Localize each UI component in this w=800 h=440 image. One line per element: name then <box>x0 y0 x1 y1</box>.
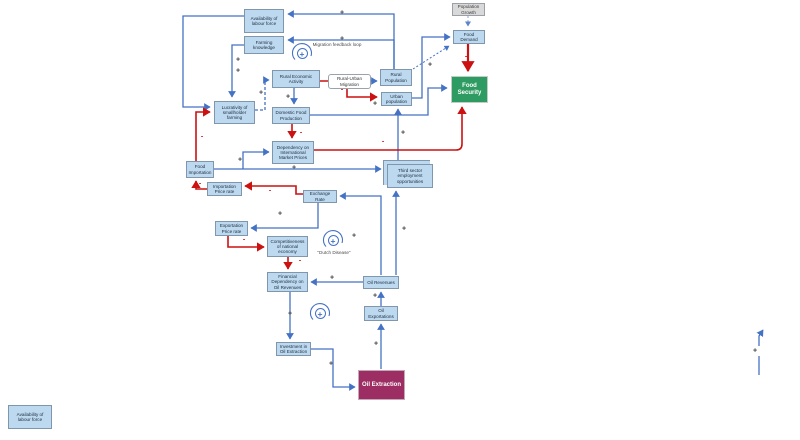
link-sign: + <box>329 274 335 282</box>
link-sign: - <box>464 53 468 61</box>
link-sign: + <box>235 67 241 75</box>
node-oil-exportations[interactable]: Oil Exportations <box>364 306 398 321</box>
node-rural-urban-migration[interactable]: Rural-Urban Migration <box>328 74 371 89</box>
link-sign: + <box>401 225 407 233</box>
link-sign: + <box>752 347 758 355</box>
link-sign: + <box>372 292 378 300</box>
loop-label-migration: Migration feedback loop <box>312 42 362 47</box>
link-sign: + <box>287 310 293 318</box>
link-sign: - <box>200 133 204 141</box>
link-sign: + <box>372 100 378 108</box>
link-sign: + <box>258 89 264 97</box>
node-food-security[interactable]: Food Security <box>451 76 488 103</box>
link-sign: + <box>285 93 291 101</box>
node-importation-price-rate[interactable]: Importation Price rate <box>207 182 242 196</box>
link-sign: - <box>381 138 385 146</box>
link-sign: + <box>351 232 357 240</box>
node-third-sector-employment[interactable]: Third sector employment opportunities <box>387 164 433 188</box>
link-sign: + <box>373 340 379 348</box>
link-sign: + <box>400 129 406 137</box>
link-sign: + <box>277 210 283 218</box>
node-food-demand[interactable]: Food Demand <box>453 30 485 44</box>
node-legend-availability-labour-force[interactable]: Availability of labour force <box>8 405 52 429</box>
link-sign: - <box>298 257 302 265</box>
node-oil-revenues[interactable]: Oil Revenues <box>363 276 399 289</box>
node-rural-economic-activity[interactable]: Rural Economic Activity <box>272 70 320 88</box>
link-sign: - <box>268 187 272 195</box>
link-sign: - <box>198 180 202 188</box>
node-exchange-rate[interactable]: Exchange Rate <box>303 190 337 203</box>
link-sign: + <box>339 35 345 43</box>
reinforcing-loop-icon: + <box>327 234 339 246</box>
link-sign: + <box>291 164 297 172</box>
node-population-growth[interactable]: Population Growth <box>452 3 485 16</box>
node-lucrativity-smallholder-farming[interactable]: Lucrativity of smallholder farming <box>214 101 255 124</box>
reinforcing-loop-icon: + <box>296 47 308 59</box>
node-investment-oil-extraction[interactable]: Investment in Oil Extraction <box>276 342 311 356</box>
loop-label-dutch-disease: "Dutch Disease" <box>317 250 351 255</box>
node-exportation-price-rate[interactable]: Exportation Price rate <box>215 221 248 236</box>
node-dependency-international-market-prices[interactable]: Dependency on International Market Price… <box>272 141 314 164</box>
link-sign: + <box>235 56 241 64</box>
node-oil-extraction[interactable]: Oil Extraction <box>358 370 405 400</box>
node-farming-knowledge[interactable]: Farming knowledge <box>244 36 284 54</box>
reinforcing-loop-icon: + <box>314 307 326 319</box>
link-sign: - <box>299 129 303 137</box>
link-sign: + <box>237 156 243 164</box>
node-rural-population[interactable]: Rural Population <box>380 69 412 86</box>
link-sign: + <box>328 360 334 368</box>
node-availability-labour-force[interactable]: Availability of labour force <box>244 9 284 33</box>
link-sign: + <box>427 61 433 69</box>
node-urban-population[interactable]: Urban population <box>381 92 412 106</box>
node-domestic-food-production[interactable]: Domestic Food Production <box>272 107 310 124</box>
node-competitiveness-national-economy[interactable]: Competitiveness of national economy <box>267 236 308 257</box>
link-sign: + <box>339 9 345 17</box>
node-food-importation[interactable]: Food Importation <box>186 161 214 178</box>
link-sign: - <box>242 236 246 244</box>
node-financial-dependency-oil-revenues[interactable]: Financial Dependency on Oil Revenues <box>267 272 308 292</box>
link-sign: - <box>340 86 344 94</box>
